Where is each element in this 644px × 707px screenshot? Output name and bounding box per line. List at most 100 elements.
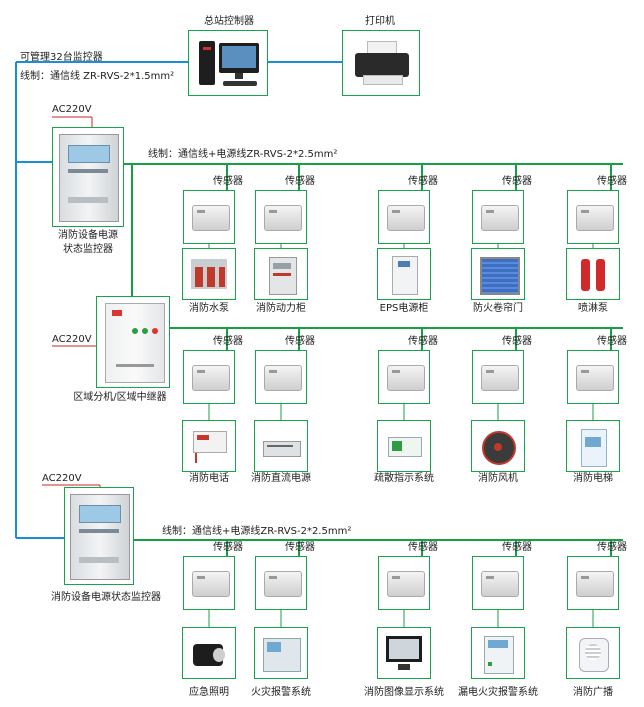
ac220v-label-1: AC220V	[52, 104, 92, 115]
ac220v-label-2: AC220V	[52, 334, 92, 345]
sensor-label: 传感器	[408, 176, 438, 187]
power-cabinet-icon	[261, 255, 301, 295]
sensor-label: 传感器	[213, 176, 243, 187]
sensor-box	[183, 350, 235, 404]
sensor-icon	[264, 365, 302, 391]
device-label: 消防直流电源	[251, 473, 311, 484]
device-label: 消防动力柜	[256, 303, 306, 314]
sensor-icon	[576, 205, 614, 231]
manage-note: 可管理32台监控器	[20, 52, 103, 63]
device-box	[471, 420, 525, 472]
pump-room-icon	[189, 255, 229, 293]
sensor-label: 传感器	[502, 336, 532, 347]
sensor-box	[183, 556, 235, 610]
device-label: 消防电梯	[573, 473, 613, 484]
device-label: 消防风机	[478, 473, 518, 484]
speaker-icon	[573, 634, 613, 672]
computer-icon	[189, 31, 269, 97]
device-label: 漏电火灾报警系统	[458, 687, 538, 698]
fan-icon	[478, 427, 518, 465]
sensor-box	[567, 350, 619, 404]
device-box	[182, 627, 236, 679]
device-box	[566, 248, 620, 300]
sensor-box	[183, 190, 235, 244]
sensor-label: 传感器	[285, 336, 315, 347]
sensor-box	[378, 556, 430, 610]
sensor-icon	[387, 365, 425, 391]
device-box	[182, 248, 236, 300]
sensor-label: 传感器	[213, 336, 243, 347]
sensor-label: 传感器	[597, 542, 627, 553]
sensor-label: 传感器	[502, 176, 532, 187]
device-label: 消防广播	[573, 687, 613, 698]
sensor-label: 传感器	[597, 176, 627, 187]
master-controller-frame	[188, 30, 268, 96]
sensor-box	[378, 350, 430, 404]
device-label: 疏散指示系统	[374, 473, 434, 484]
controller-label: 总站控制器	[204, 16, 254, 27]
phone-icon	[189, 427, 229, 465]
fire-alarm-console-icon	[261, 634, 301, 672]
device-label: 火灾报警系统	[251, 687, 311, 698]
sensor-label: 传感器	[285, 542, 315, 553]
sensor-box	[255, 350, 307, 404]
monitor1-label-line1: 消防设备电源	[58, 230, 118, 241]
monitor2-wire-note: 线制：通信线+电源线ZR-RVS-2*2.5mm²	[162, 526, 352, 537]
relay-box-icon	[105, 303, 165, 383]
device-box	[377, 420, 431, 472]
sensor-label: 传感器	[408, 336, 438, 347]
sensor-box	[567, 190, 619, 244]
monitor1-frame	[52, 127, 124, 227]
sensor-label: 传感器	[502, 542, 532, 553]
power-monitor-cabinet-icon-2	[70, 494, 130, 580]
device-box	[182, 420, 236, 472]
sensor-icon	[481, 205, 519, 231]
device-box	[471, 627, 525, 679]
sensor-icon	[387, 205, 425, 231]
sensor-icon	[387, 571, 425, 597]
relay-frame	[96, 296, 170, 388]
monitor1-label-line2: 状态监控器	[63, 244, 113, 255]
monitor1-wire-note: 线制：通信线+电源线ZR-RVS-2*2.5mm²	[148, 149, 338, 160]
device-box	[377, 248, 431, 300]
sensor-icon	[264, 205, 302, 231]
device-box	[254, 248, 308, 300]
device-label: 喷淋泵	[578, 303, 608, 314]
sensor-icon	[481, 571, 519, 597]
monitor2-frame	[64, 487, 134, 585]
device-box	[471, 248, 525, 300]
emergency-light-icon	[189, 634, 229, 672]
device-box	[566, 627, 620, 679]
sensor-label: 传感器	[213, 542, 243, 553]
device-box	[566, 420, 620, 472]
sensor-box	[255, 190, 307, 244]
monitor-display-icon	[384, 634, 424, 672]
eps-cabinet-icon	[384, 255, 424, 295]
printer-icon	[343, 31, 421, 97]
dc-power-icon	[261, 427, 301, 465]
device-box	[377, 627, 431, 679]
sensor-label: 传感器	[597, 336, 627, 347]
relay-label: 区域分机/区域中继器	[73, 392, 167, 403]
sensor-label: 传感器	[285, 176, 315, 187]
sensor-label: 传感器	[408, 542, 438, 553]
device-box	[254, 627, 308, 679]
leakage-alarm-icon	[478, 634, 518, 674]
sensor-box	[472, 350, 524, 404]
power-monitor-cabinet-icon	[59, 134, 119, 222]
sensor-box	[472, 556, 524, 610]
sensor-icon	[481, 365, 519, 391]
main-wire-note: 线制：通信线 ZR-RVS-2*1.5mm²	[20, 71, 175, 82]
monitor2-label: 消防设备电源状态监控器	[51, 592, 161, 603]
sensor-icon	[192, 365, 230, 391]
printer-frame	[342, 30, 420, 96]
sensor-box	[567, 556, 619, 610]
sensor-box	[378, 190, 430, 244]
device-label: 防火卷帘门	[473, 303, 523, 314]
sensor-icon	[576, 365, 614, 391]
device-label: EPS电源柜	[379, 303, 429, 314]
sensor-box	[255, 556, 307, 610]
elevator-icon	[573, 427, 613, 467]
